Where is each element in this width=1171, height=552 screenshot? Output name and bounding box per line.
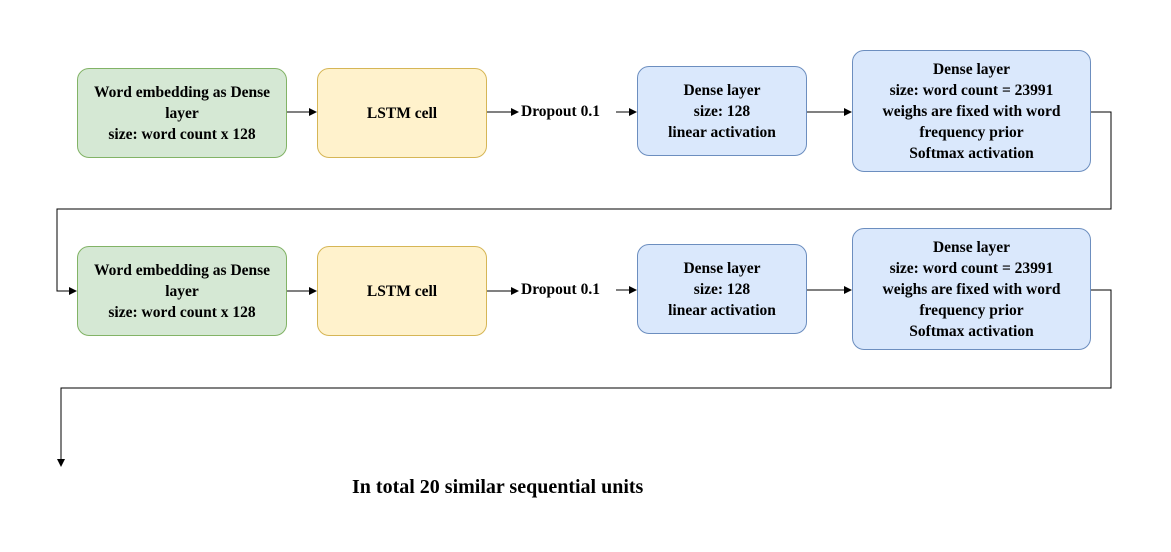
embedding-node-1: Word embedding as Dense layer size: word… xyxy=(77,68,287,158)
lstm-label: LSTM cell xyxy=(366,282,438,300)
dense-line: Dense layer xyxy=(683,81,761,99)
dense-line: linear activation xyxy=(668,301,776,319)
edge-wrap-1 xyxy=(56,111,1112,295)
embedding-line: size: word count x 128 xyxy=(108,125,256,143)
edge-wrap-2 xyxy=(57,289,1112,467)
output-dense-line: size: word count = 23991 xyxy=(889,81,1054,99)
dense-line: size: 128 xyxy=(693,280,751,298)
output-dense-line: frequency prior xyxy=(919,301,1024,319)
output-dense-line: weighs are fixed with word xyxy=(882,280,1061,298)
embedding-line: layer xyxy=(165,104,199,122)
diagram-caption: In total 20 similar sequential units xyxy=(352,476,644,498)
embedding-line: size: word count x 128 xyxy=(108,303,256,321)
dropout-label-2: Dropout 0.1 xyxy=(520,280,601,300)
lstm-label: LSTM cell xyxy=(366,104,438,122)
output-dense-line: weighs are fixed with word xyxy=(882,102,1061,120)
lstm-node-2: LSTM cell xyxy=(317,246,487,336)
output-dense-line: Softmax activation xyxy=(909,322,1034,340)
output-dense-line: Softmax activation xyxy=(909,144,1034,162)
output-dense-line: frequency prior xyxy=(919,123,1024,141)
dropout-label-1: Dropout 0.1 xyxy=(520,102,601,122)
dense-line: linear activation xyxy=(668,123,776,141)
dense-line: size: 128 xyxy=(693,102,751,120)
output-dense-line: size: word count = 23991 xyxy=(889,259,1054,277)
output-dense-line: Dense layer xyxy=(932,60,1011,78)
dense-line: Dense layer xyxy=(683,259,761,277)
embedding-node-2: Word embedding as Dense layer size: word… xyxy=(77,246,287,336)
lstm-node-1: LSTM cell xyxy=(317,68,487,158)
embedding-line: Word embedding as Dense xyxy=(93,261,271,279)
output-dense-node-2: Dense layer size: word count = 23991 wei… xyxy=(852,228,1091,350)
output-dense-node-1: Dense layer size: word count = 23991 wei… xyxy=(852,50,1091,172)
dense-node-2: Dense layer size: 128 linear activation xyxy=(637,244,807,334)
dense-node-1: Dense layer size: 128 linear activation xyxy=(637,66,807,156)
output-dense-line: Dense layer xyxy=(932,238,1011,256)
embedding-line: Word embedding as Dense xyxy=(93,83,271,101)
embedding-line: layer xyxy=(165,282,199,300)
